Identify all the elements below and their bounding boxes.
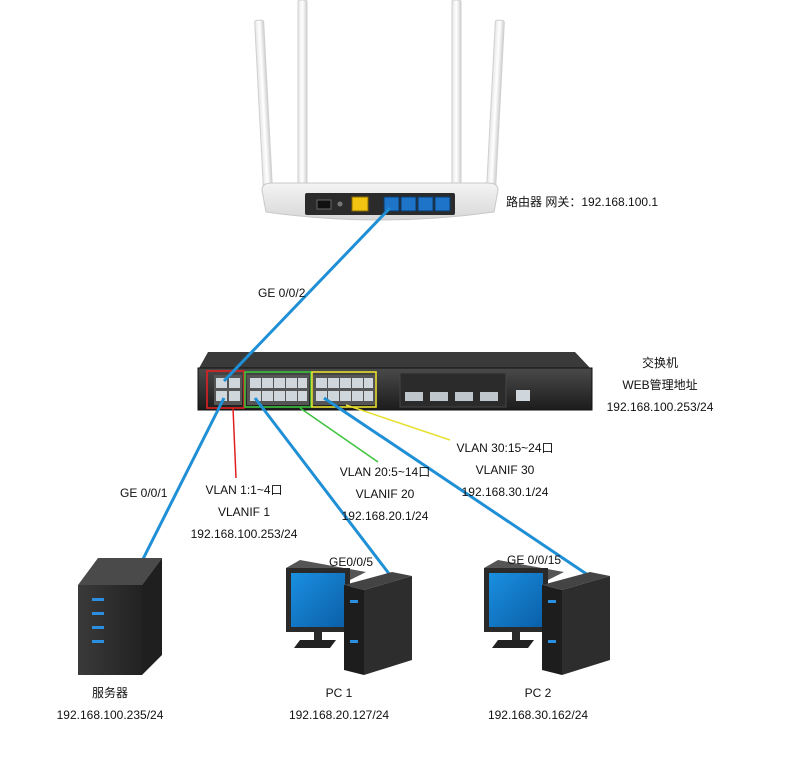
server-name: 服务器 xyxy=(91,686,129,700)
switch-sfp-ports xyxy=(399,372,507,408)
server-ip: 192.168.100.235/24 xyxy=(56,708,164,722)
pc1-ip: 192.168.20.127/24 xyxy=(288,708,390,722)
router-label: 路由器 网关：192.168.100.1 xyxy=(506,195,659,209)
vlan1-ip: 192.168.100.253/24 xyxy=(190,527,298,541)
vlan1-port-outline xyxy=(206,370,245,409)
router-power-port xyxy=(316,199,332,210)
cable-switch-server xyxy=(138,397,226,566)
uplink-port-label: GE 0/0/2 xyxy=(258,286,306,300)
router-lan-ports xyxy=(383,196,451,212)
switch-title: 交换机 xyxy=(641,356,679,370)
vlan30-ip: 192.168.30.1/24 xyxy=(461,485,549,499)
pc1 xyxy=(286,560,412,675)
vlan20-vlanif: VLANIF 20 xyxy=(355,487,415,501)
pc1-port-label: GE0/0/5 xyxy=(329,555,374,569)
switch-console-port xyxy=(516,390,530,401)
vlan30-vlanif: VLANIF 30 xyxy=(475,463,535,477)
vlan20-ip: 192.168.20.1/24 xyxy=(341,509,429,523)
pc2-port-label: GE 0/0/15 xyxy=(507,553,562,567)
pc1-name: PC 1 xyxy=(325,686,353,700)
vlan30-port-outline xyxy=(311,371,377,408)
vlan1-pointer-line xyxy=(232,407,237,479)
switch-port-block-3 xyxy=(313,375,375,405)
vlan20-port-outline xyxy=(244,371,312,408)
vlan30-pointer-line xyxy=(345,404,451,441)
cable-switch-pc1 xyxy=(253,397,392,576)
router xyxy=(254,0,505,221)
vlan1-name: VLAN 1:1~4口 xyxy=(205,483,283,497)
vlan20-pointer-line xyxy=(299,407,379,463)
pc2-ip: 192.168.30.162/24 xyxy=(487,708,589,722)
vlan1-vlanif: VLANIF 1 xyxy=(217,505,271,519)
router-reset-button xyxy=(337,201,343,207)
server-port-label: GE 0/0/1 xyxy=(120,486,168,500)
router-wan-port xyxy=(351,196,369,212)
switch xyxy=(197,352,593,411)
switch-port-block-1 xyxy=(214,375,242,405)
pc2-name: PC 2 xyxy=(524,686,552,700)
cable-router-switch xyxy=(222,206,392,383)
pc2 xyxy=(484,560,610,675)
vlan20-name: VLAN 20:5~14口 xyxy=(339,465,431,479)
switch-subtitle: WEB管理地址 xyxy=(622,378,698,392)
router-antennas xyxy=(254,0,505,206)
vlan30-name: VLAN 30:15~24口 xyxy=(456,441,554,455)
cable-switch-pc2 xyxy=(323,396,589,577)
switch-address: 192.168.100.253/24 xyxy=(606,400,714,414)
server xyxy=(78,558,162,675)
cables xyxy=(138,206,589,577)
